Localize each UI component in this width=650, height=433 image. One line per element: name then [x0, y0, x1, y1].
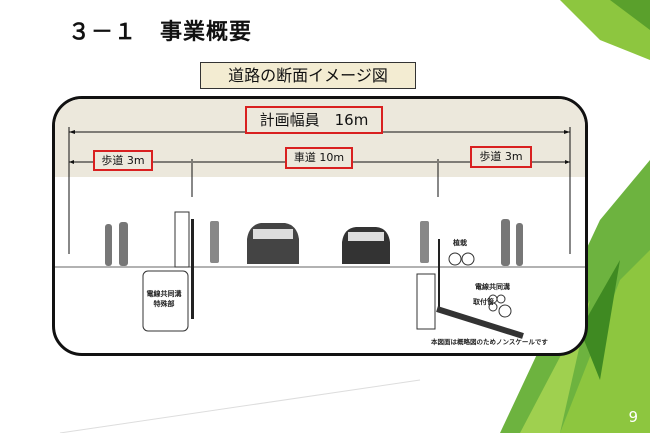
utility-special-label: 電線共同溝 特殊部 [146, 290, 182, 308]
road-cross-section-panel: 計画幅員 16m 歩道 3m 車道 10m 歩道 3m 植栽 電線共同溝 電線共… [52, 96, 588, 356]
car-right [342, 227, 390, 264]
left-sidewalk-label: 歩道 3m [93, 150, 153, 171]
service-pipe-label: 取付管 [473, 298, 494, 306]
page-number: 9 [628, 408, 638, 426]
car-left [247, 223, 299, 264]
roadway-label: 車道 10m [285, 147, 353, 169]
pedestrians-right [501, 219, 523, 266]
pedestrians-left [105, 222, 128, 266]
cross-section-drawing [55, 127, 585, 339]
right-sidewalk-label: 歩道 3m [470, 146, 532, 168]
diagram-subtitle: 道路の断面イメージ図 [200, 62, 416, 89]
planting-label: 植栽 [453, 239, 467, 247]
slide-title: ３－１ 事業概要 [68, 20, 253, 45]
scale-note: 本図面は概略図のためノンスケールです [431, 338, 548, 346]
total-width-label: 計画幅員 16m [245, 106, 383, 134]
utility-trench-label: 電線共同溝 [475, 283, 510, 291]
